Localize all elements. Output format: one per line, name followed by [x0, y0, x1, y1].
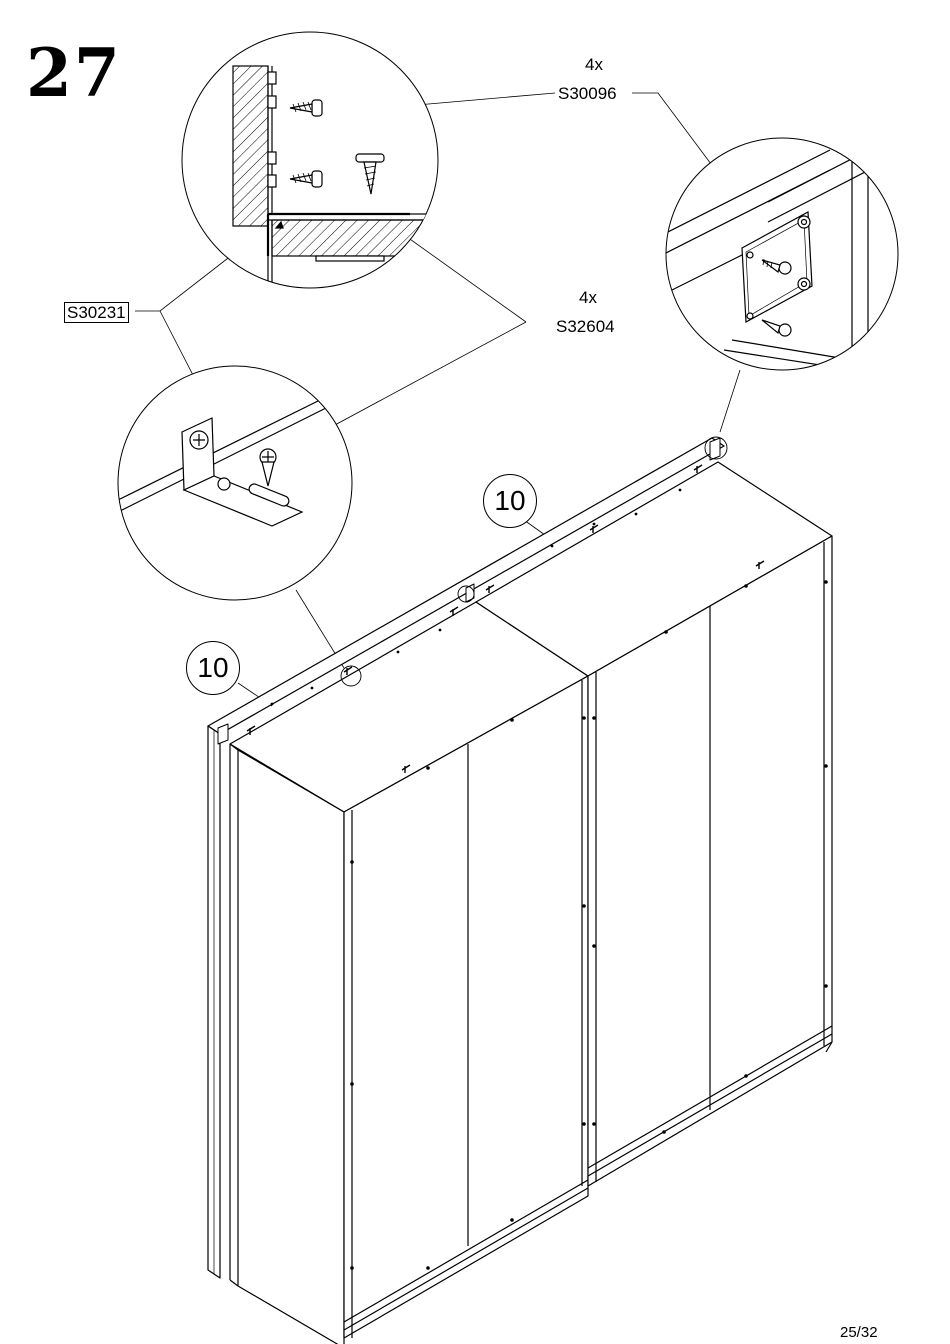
- panel-callout: 10: [483, 474, 537, 528]
- detail-angle-bracket: [118, 366, 352, 600]
- hardware-quantity: 4x: [585, 56, 603, 73]
- detail-corner-section: [182, 32, 442, 290]
- step-number: 27: [26, 40, 122, 106]
- panel-callout: 10: [186, 641, 240, 695]
- page-number: 25/32: [840, 1324, 878, 1341]
- part-code-label: S32604: [556, 318, 615, 335]
- part-code-label: S30231: [64, 302, 129, 323]
- detail-connector-plate: [660, 134, 900, 370]
- hardware-quantity: 4x: [579, 289, 597, 306]
- part-code-label: S30096: [558, 85, 617, 102]
